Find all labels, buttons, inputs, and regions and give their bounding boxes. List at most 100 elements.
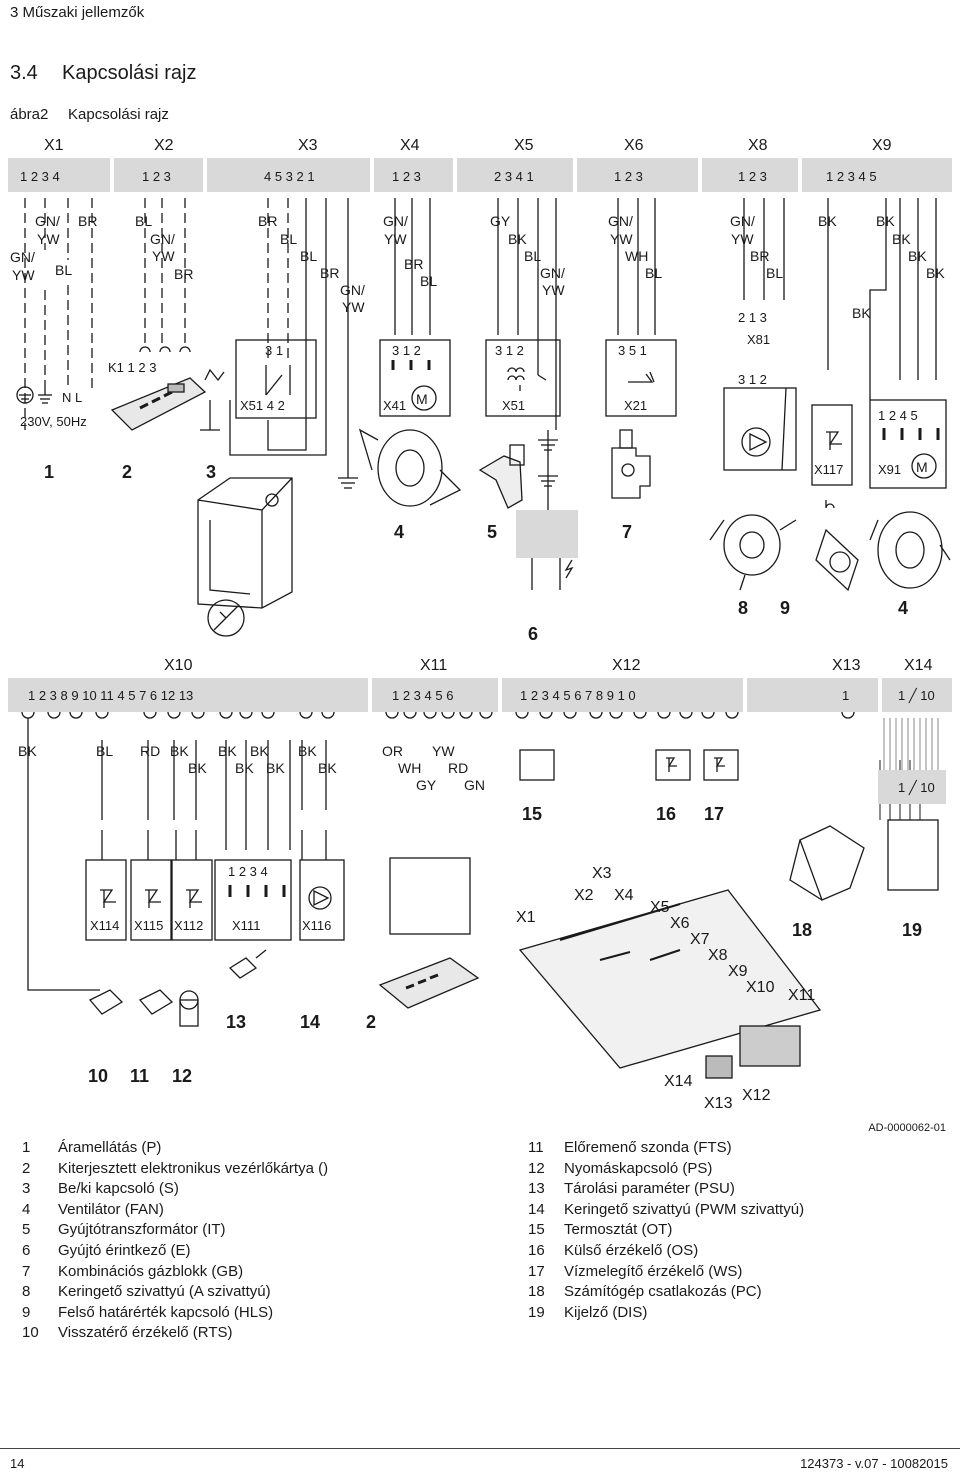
board-label-x3: X3 [592, 865, 612, 882]
board-label-x13: X13 [704, 1095, 733, 1112]
article-id: AD-0000062-01 [868, 1122, 946, 1134]
ground-symbol [16, 386, 34, 404]
wire-color-x4-d: BL [420, 273, 437, 289]
wire-color-x10-j: BK [266, 760, 285, 776]
wire-color-x10-d: BK [170, 743, 189, 759]
connector-x1-pins: 1 2 3 4 [20, 169, 60, 184]
wire-color-x2-c: YW [152, 248, 175, 264]
wire-color-x6-a: GN/ [608, 213, 633, 229]
figure-title: Kapcsolási rajz [68, 106, 169, 123]
wire-color-x6-c: WH [625, 248, 648, 264]
wire-color-x5-c: BL [524, 248, 541, 264]
connector-x5-label: X5 [514, 137, 534, 154]
main-pcb [518, 889, 822, 1079]
wire-color-x1-e: BL [55, 262, 72, 278]
connector-x13-pins: 1 [842, 688, 849, 703]
power-terminal-labels: N L [62, 390, 82, 405]
callout-12: 12 [172, 1066, 192, 1086]
wire-color-x2-d: BR [174, 266, 193, 282]
wire-color-x10-i: BK [235, 760, 254, 776]
wire-color-x9-a: BK [818, 213, 837, 229]
wire-color-x11-c: WH [398, 760, 421, 776]
wire-color-x4-c: BR [404, 256, 423, 272]
terminal-x115: X115 [134, 918, 163, 933]
wire-color-x3-e: GN/ [340, 282, 365, 298]
wire-color-x11-e: GY [416, 777, 437, 793]
connector-x4-pins: 1 2 3 [392, 169, 421, 184]
callout-18: 18 [792, 920, 812, 940]
wire-color-x6-d: BL [645, 265, 662, 281]
callout-1: 1 [44, 462, 54, 482]
gas-valve-connector-box [605, 339, 677, 417]
circulation-pump-icon [709, 514, 797, 591]
wire-color-x10-h: BK [188, 760, 207, 776]
wire-color-x10-f: BK [250, 743, 269, 759]
wire-color-x9-e: BK [926, 265, 945, 281]
limit-switch-icon [815, 528, 859, 592]
callout-13: 13 [226, 1012, 246, 1032]
wire-color-x9-d: BK [908, 248, 927, 264]
terminal-x21-top: 3 5 1 [618, 343, 647, 358]
bottom-connector-bar [8, 678, 952, 712]
wire-color-x9-f: BK [852, 305, 871, 321]
connector-x9-pins: 1 2 3 4 5 [826, 169, 877, 184]
wire-color-x4-a: GN/ [383, 213, 408, 229]
fan-connector-box [379, 339, 451, 417]
wire-color-x10-k: BK [318, 760, 337, 776]
terminal-x91: X91 [878, 462, 901, 477]
flow-sensor-icon [138, 989, 174, 1015]
wire-color-x5-d: GN/ [540, 265, 565, 281]
wire-color-x1-f: BR [78, 213, 97, 229]
gas-valve-icon [611, 429, 651, 499]
board-label-x14: X14 [664, 1073, 693, 1090]
board-label-x4: X4 [614, 887, 634, 904]
board-label-x11: X11 [788, 987, 815, 1004]
terminal-x41-top: 3 1 2 [392, 343, 421, 358]
top-connector-bar [8, 158, 952, 192]
switch-box [235, 339, 317, 419]
wire-color-x2-a: BL [135, 213, 152, 229]
wire-color-x3-c: BL [300, 248, 317, 264]
section-title: Kapcsolási rajz [62, 62, 197, 84]
connector-x2-pins: 1 2 3 [142, 169, 171, 184]
boiler-housing-icon [197, 477, 293, 609]
section-heading: 3.4 Kapcsolási rajz [10, 62, 197, 85]
connector-x12-pins: 1 2 3 4 5 6 7 8 9 1 0 [520, 688, 636, 703]
board-label-x7: X7 [690, 931, 710, 948]
board-label-x8: X8 [708, 947, 728, 964]
pump-symbol [723, 387, 797, 471]
terminal-x51b-top: 3 1 2 [495, 343, 524, 358]
terminal-x81-bottom: 3 1 2 [738, 372, 767, 387]
page-number: 14 [10, 1456, 25, 1471]
board-label-x1: X1 [516, 909, 536, 926]
limit-switch-box [811, 404, 853, 486]
wire-color-x2-b: GN/ [150, 231, 175, 247]
wire-color-x1-a: GN/ [35, 213, 60, 229]
outdoor-sensor-box [655, 749, 691, 781]
ignition-transformer-icon [478, 444, 525, 509]
footer-rule [0, 1448, 960, 1449]
section-number: 3.4 [10, 62, 38, 84]
wire-color-x3-d: BR [320, 265, 339, 281]
wire-color-x8-d: BL [766, 265, 783, 281]
wiring-diagram: X1 X2 X3 X4 X5 X6 X8 X9 1 2 3 4 1 2 3 4 … [8, 137, 952, 1112]
callout-2b: 2 [366, 1012, 376, 1032]
wire-color-x8-b: YW [731, 231, 754, 247]
callout-8: 8 [738, 598, 748, 618]
connector-x8-label: X8 [748, 137, 768, 154]
wire-color-x1-b: YW [37, 231, 60, 247]
sensor-boxes [85, 859, 345, 941]
motor-symbol-2: M [916, 459, 928, 475]
